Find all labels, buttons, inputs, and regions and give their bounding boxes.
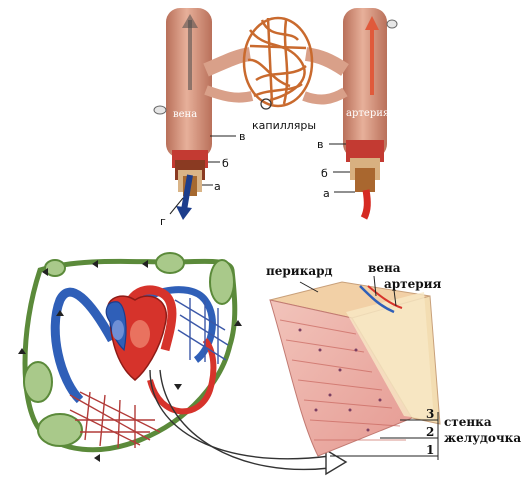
artery-layer-a: а [323,187,330,200]
layer-number-1: 1 [426,443,434,457]
lymph-node-left [24,362,52,402]
capillaries-label: капилляры [252,119,316,132]
wall-vein-label: вена [368,261,401,275]
heart-wall-panel: перикард вена артерия 3 2 1 стенка желуд… [266,261,521,460]
lymph-node-bottom [38,414,82,446]
vessels-panel: вена артерия капилляры в б а г в б а [154,8,397,228]
vein-vessel [154,8,212,196]
vein-layer-g: г [160,215,166,228]
lymph-node-right [210,260,234,304]
venous-loop-left [55,292,112,400]
lymph-node-top [156,253,184,273]
layer-number-3: 3 [426,407,434,421]
artery-label: артерия [346,108,389,119]
wall-label: стенка [444,415,492,429]
vein-layer-a: а [214,180,221,193]
artery-inflow [364,190,367,218]
heart [106,296,166,380]
pointer-arrow [326,450,346,474]
vein-branch-lower [206,90,252,98]
vein-layer-b: б [222,157,229,170]
vein-label: вена [173,109,197,120]
vein-layer-v: в [239,130,245,143]
artery-layer-b: б [321,167,328,180]
ventricle-label: желудочка [444,431,521,445]
layer-number-2: 2 [426,425,434,439]
capillary-network [244,18,312,109]
artery-vessel [343,8,397,192]
pericardium-label: перикард [266,264,333,278]
artery-layer-v: в [317,138,323,151]
wall-artery-label: артерия [384,277,442,291]
artery-branch-lower [304,92,345,99]
